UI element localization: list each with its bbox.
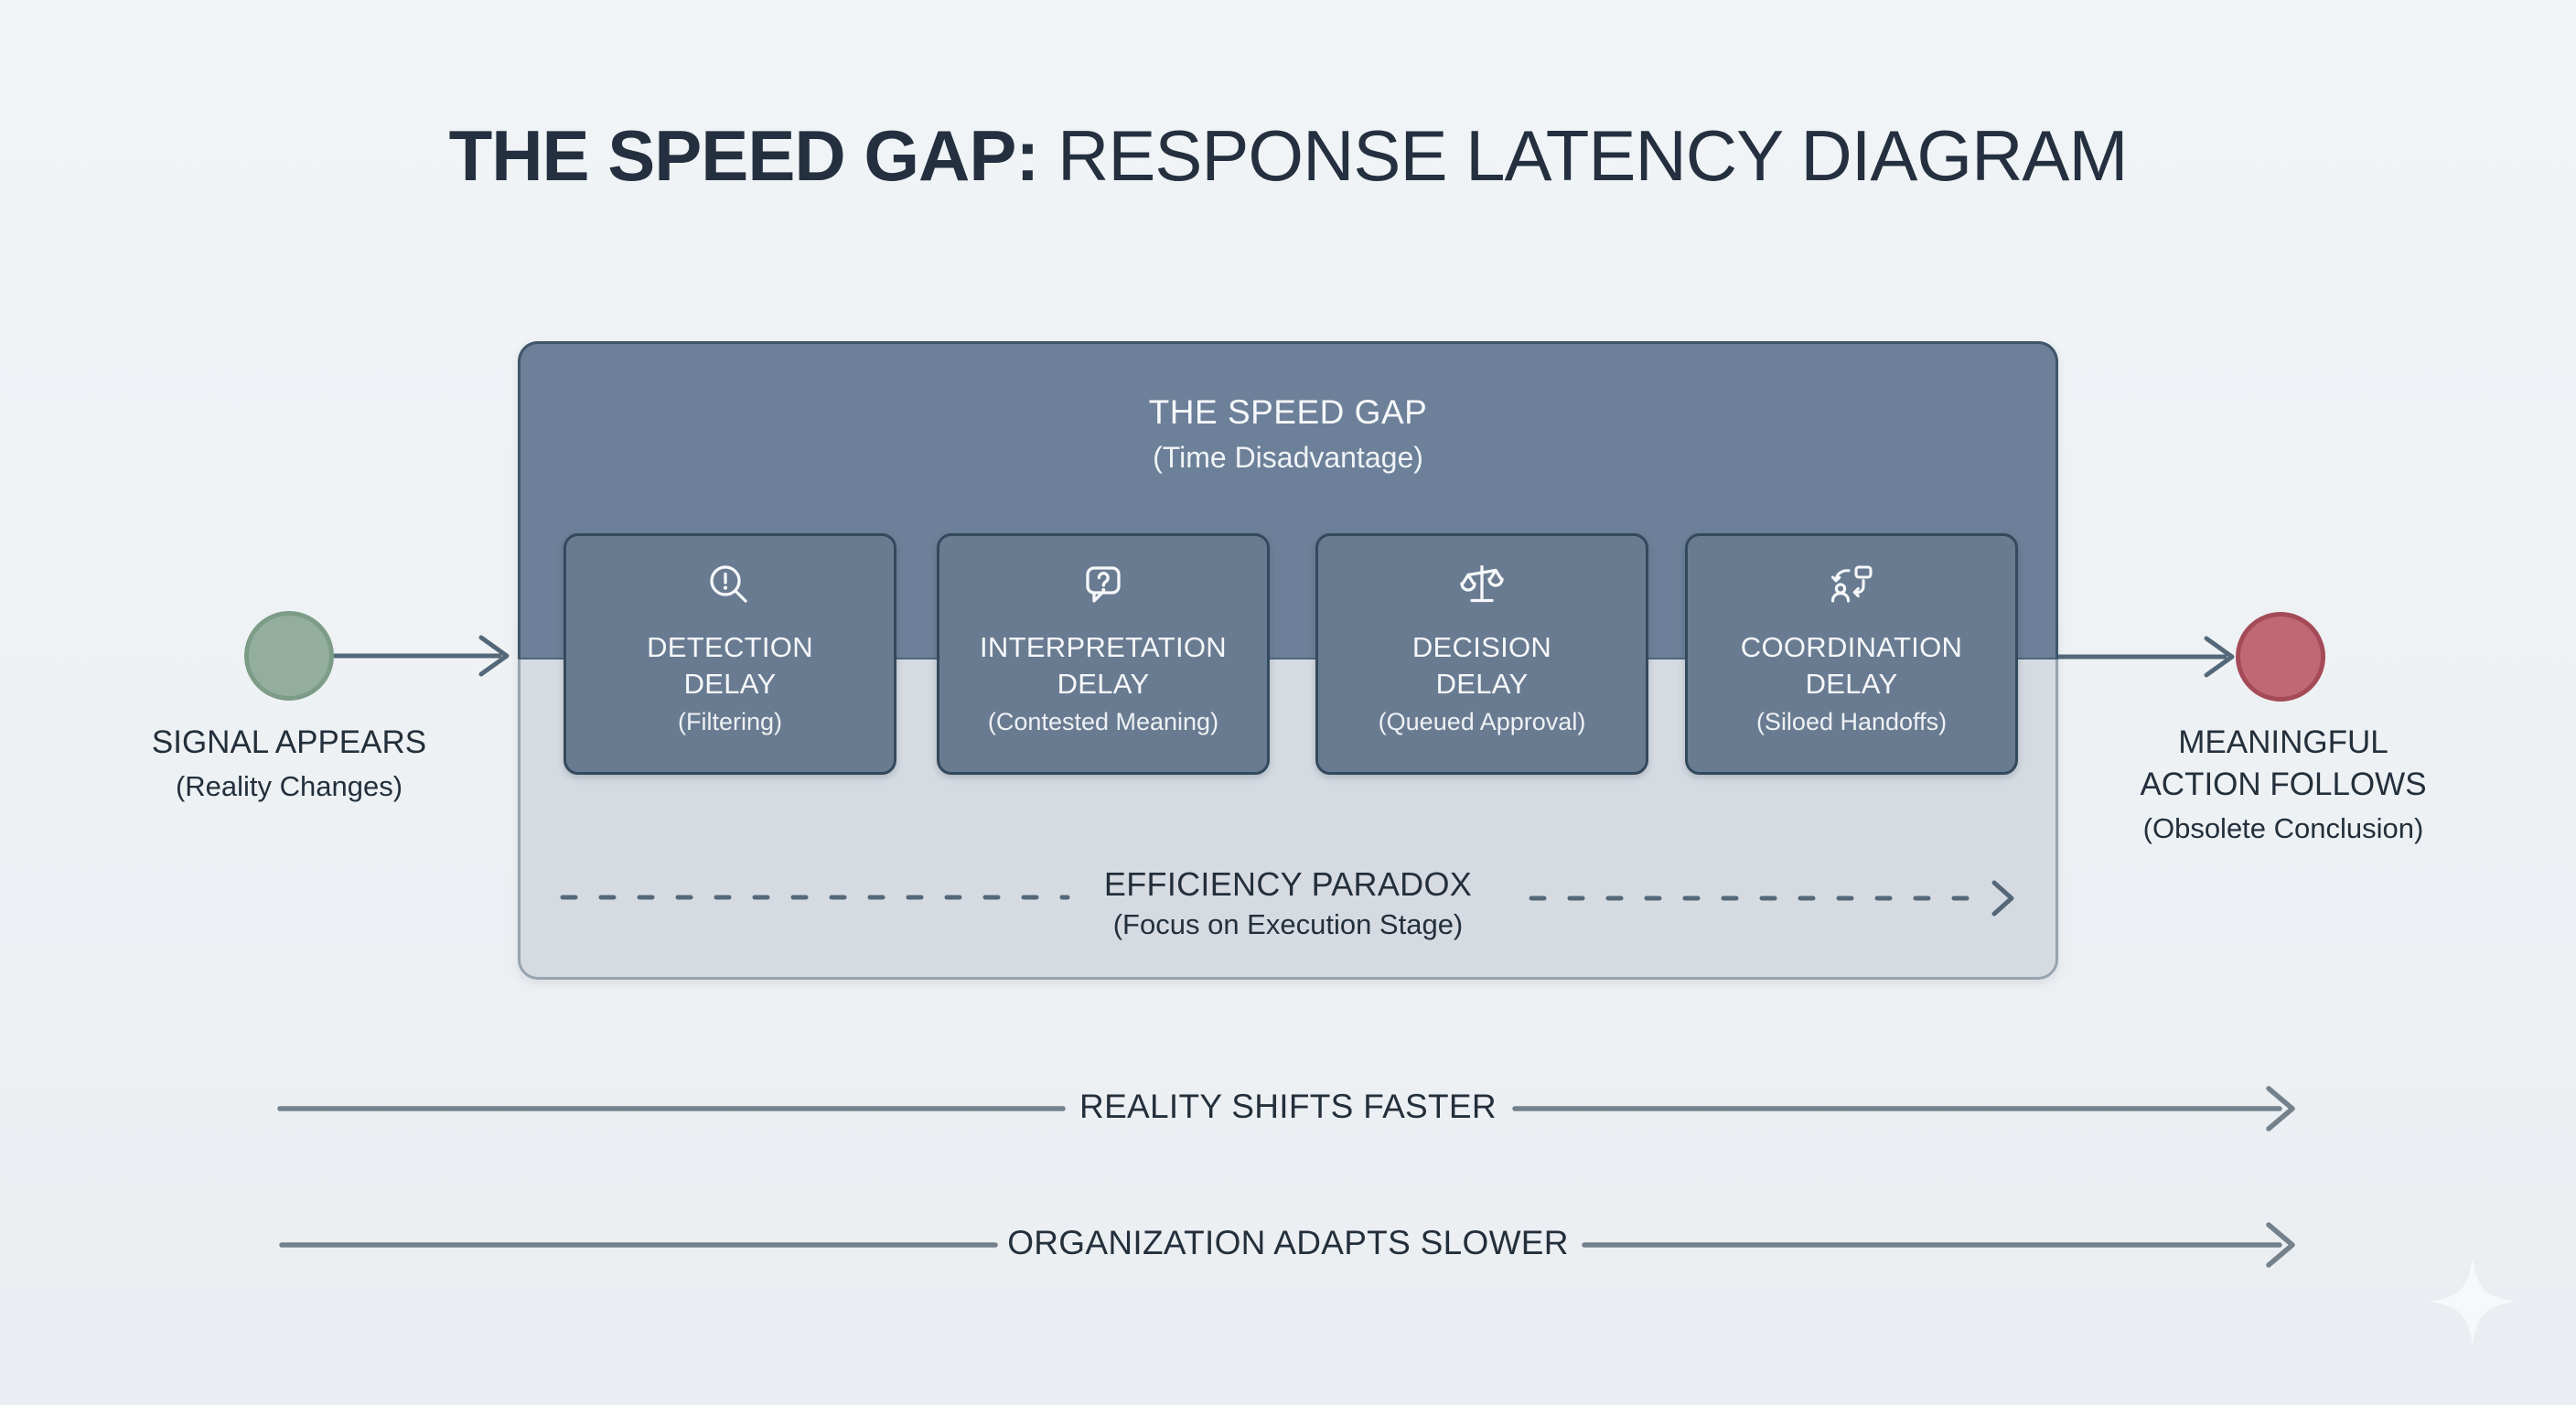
- speed-gap-header: THE SPEED GAP (Time Disadvantage): [521, 393, 2055, 475]
- stage-label: DELAY: [683, 668, 777, 701]
- stage-label: INTERPRETATION: [979, 631, 1227, 663]
- reality-arrow-label: REALITY SHIFTS FASTER: [1079, 1088, 1497, 1125]
- stage-note: (Contested Meaning): [987, 707, 1219, 735]
- page-title: THE SPEED GAP: RESPONSE LATENCY DIAGRAM: [0, 115, 2576, 196]
- stage-note: (Filtering): [677, 707, 782, 735]
- organization-arrow: [279, 1222, 2295, 1268]
- stage-box-coordination: COORDINATION DELAY (Siloed Handoffs): [1685, 533, 2018, 775]
- action-label: MEANINGFUL ACTION FOLLOWS (Obsolete Conc…: [2100, 722, 2466, 848]
- chat-question-icon: [1074, 558, 1132, 617]
- paradox-dash-right: [1529, 880, 2014, 917]
- stage-box-interpretation: INTERPRETATION DELAY (Contested Meaning): [937, 533, 1270, 775]
- action-node: [2236, 612, 2325, 702]
- stage-label: DETECTION: [647, 631, 813, 663]
- speed-gap-title: THE SPEED GAP: [1148, 393, 1428, 431]
- paradox-dash-left: [560, 895, 1070, 900]
- speed-gap-subtitle: (Time Disadvantage): [1153, 441, 1423, 474]
- handoff-icon: [1822, 558, 1881, 617]
- stage-box-decision: DECISION DELAY (Queued Approval): [1315, 533, 1648, 775]
- signal-label: SIGNAL APPEARS (Reality Changes): [106, 722, 472, 805]
- paradox-subtitle: (Focus on Execution Stage): [1112, 908, 1464, 940]
- page-title-rest: RESPONSE LATENCY DIAGRAM: [1038, 115, 2128, 196]
- stage-label: DELAY: [1805, 668, 1898, 701]
- search-alert-icon: [701, 558, 759, 617]
- stage-label: DECISION: [1411, 631, 1552, 663]
- stage-box-detection: DETECTION DELAY (Filtering): [564, 533, 896, 775]
- action-label-line1: MEANINGFUL: [2178, 724, 2388, 760]
- stage-note: (Queued Approval): [1378, 707, 1586, 735]
- signal-label-main: SIGNAL APPEARS: [151, 724, 427, 760]
- stage-note: (Siloed Handoffs): [1755, 707, 1948, 735]
- end-arrow: [2058, 636, 2235, 678]
- action-label-line2: ACTION FOLLOWS: [2140, 767, 2427, 803]
- page-title-bold: THE SPEED GAP:: [448, 115, 1040, 196]
- action-label-sub: (Obsolete Conclusion): [2142, 812, 2424, 845]
- reality-arrow: [277, 1086, 2295, 1132]
- stage-label: COORDINATION: [1740, 631, 1963, 663]
- sparkle-watermark: [2429, 1258, 2517, 1346]
- organization-arrow-label: ORGANIZATION ADAPTS SLOWER: [1007, 1224, 1569, 1261]
- signal-node: [244, 611, 334, 701]
- paradox-title: EFFICIENCY PARADOX: [1103, 865, 1473, 903]
- speed-gap-panel: THE SPEED GAP (Time Disadvantage) DETECT…: [518, 341, 2058, 980]
- stage-label: DELAY: [1057, 668, 1150, 701]
- stage-label: DELAY: [1435, 668, 1529, 701]
- start-arrow: [332, 635, 510, 677]
- signal-label-sub: (Reality Changes): [175, 770, 403, 803]
- balance-scale-icon: [1453, 558, 1511, 617]
